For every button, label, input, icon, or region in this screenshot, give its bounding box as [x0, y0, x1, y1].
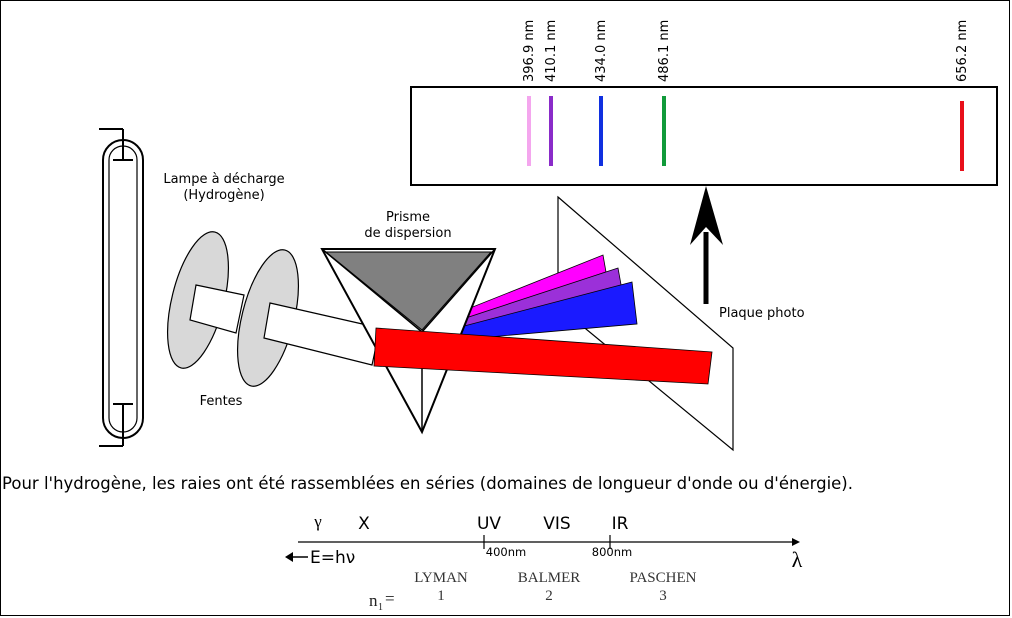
lamp-label-line-2: (Hydrogène) — [183, 188, 264, 203]
lamp-label-line-1: Lampe à décharge — [163, 172, 284, 187]
tick-800-label: 800nm — [592, 545, 632, 559]
spectrum-line-label: 656.2 nm — [955, 20, 970, 82]
domain-uv: UV — [477, 514, 501, 534]
light-tube-segment-2 — [263, 302, 381, 366]
spectrum-lines: 396.9 nm 410.1 nm 434.0 nm 486.1 nm 656.2 nm — [522, 20, 970, 171]
n1-label-subscript: 1 — [378, 602, 383, 613]
spectrum-line-label: 396.9 nm — [522, 20, 537, 82]
spectrum-plate — [410, 86, 998, 186]
series-caption: Pour l'hydrogène, les raies ont été rass… — [2, 474, 853, 493]
spectrum-line-label: 486.1 nm — [657, 20, 672, 82]
energy-scale: γ X UV VIS IR E=hν 400nm 800nm λ LYMAN B… — [285, 512, 803, 613]
spectrum-line-label: 434.0 nm — [594, 20, 609, 82]
plate-arrow — [690, 186, 723, 304]
prism-label-line-2: de dispersion — [364, 226, 451, 241]
n1-label-n: n — [369, 591, 378, 610]
discharge-lamp — [99, 128, 144, 447]
prism-label-line-1: Prisme — [386, 210, 430, 225]
slits — [167, 231, 381, 387]
series-lyman-name: LYMAN — [414, 570, 468, 586]
lambda-symbol: λ — [792, 547, 803, 572]
spectrum-line-label: 410.1 nm — [544, 20, 559, 82]
plate-label: Plaque photo — [719, 306, 805, 321]
lamp-label: Lampe à décharge (Hydrogène) — [163, 172, 284, 203]
domain-ir: IR — [612, 514, 629, 534]
n1-label-equals: = — [385, 589, 395, 608]
series-balmer-n: 2 — [545, 588, 553, 604]
prism-label: Prisme de dispersion — [364, 210, 451, 241]
domain-gamma: γ — [313, 512, 322, 531]
domain-x: X — [358, 514, 370, 534]
light-tube-segment-1 — [189, 284, 245, 334]
domain-vis: VIS — [543, 514, 570, 534]
scale-axis-arrowhead — [792, 538, 800, 546]
prism-top-face — [324, 251, 493, 331]
photo-plate-plane — [557, 195, 734, 452]
slits-label: Fentes — [200, 394, 243, 409]
series-lyman-n: 1 — [437, 588, 445, 604]
series-balmer-name: BALMER — [518, 570, 581, 586]
energy-label: E=hν — [310, 548, 355, 568]
beam-red — [373, 327, 713, 385]
series-paschen-name: PASCHEN — [630, 570, 697, 586]
energy-arrow-head — [285, 552, 293, 562]
tick-400-label: 400nm — [486, 545, 526, 559]
series-paschen-n: 3 — [659, 588, 667, 604]
